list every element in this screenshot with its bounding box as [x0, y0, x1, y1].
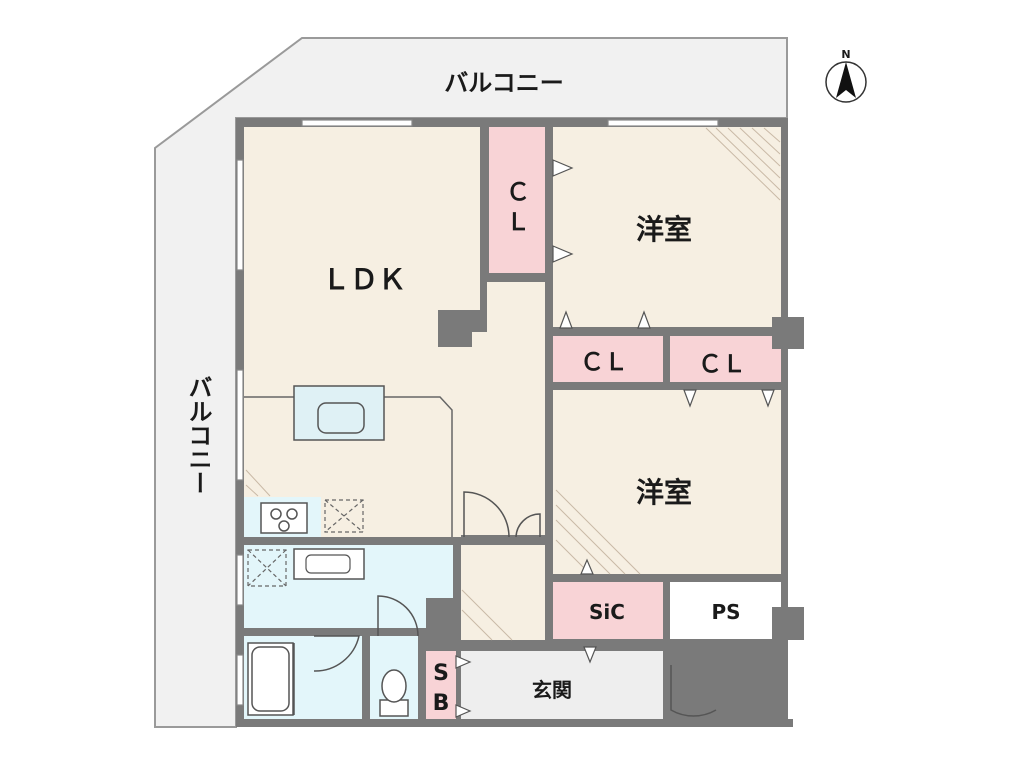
bedroom-north-label: 洋室 [636, 213, 692, 246]
fridge-space-icon [324, 499, 364, 533]
sic-floor [553, 582, 663, 639]
north-compass-icon [825, 61, 867, 103]
closet-vertical-label-2: Ｌ [506, 208, 530, 236]
ps-floor [670, 582, 781, 639]
windows [236, 119, 719, 706]
entry-threshold [671, 719, 793, 727]
sb-floor [426, 651, 456, 719]
closet-b-floor [670, 336, 781, 382]
washbasin-icon [305, 554, 351, 574]
sb-label-2: B [433, 691, 450, 716]
closet-door-marks [455, 159, 775, 718]
column-entrance [663, 641, 671, 727]
closet-a-floor [553, 336, 663, 382]
entrance-floor [461, 651, 663, 719]
balcony-top-label: バルコニー [444, 69, 564, 97]
column-washroom [426, 598, 456, 636]
balcony-left-label: バルコニー [184, 375, 212, 495]
sb-label-1: S [433, 661, 449, 686]
kitchen-island [293, 385, 385, 441]
sink-icon [317, 402, 365, 434]
floor-hatching [245, 127, 781, 641]
doors [313, 491, 717, 717]
compass-label: N [841, 48, 850, 61]
closet-vertical-label-1: Ｃ [506, 178, 530, 206]
ps-label: PS [711, 600, 740, 624]
hall-floor [461, 545, 545, 640]
ldk-label: ＬＤＫ [322, 263, 406, 296]
closet-vertical-floor [489, 127, 545, 273]
column-east-lower [772, 607, 804, 640]
column-east-upper [772, 317, 804, 349]
washbasin-counter [293, 548, 365, 580]
toilet-icon [381, 669, 407, 703]
entrance-label: 玄関 [532, 678, 572, 702]
closet-a-label: ＣＬ [580, 348, 628, 376]
washer-space-icon [247, 549, 287, 587]
bedroom-south-label: 洋室 [636, 476, 692, 509]
bedroom-south-floor [553, 390, 781, 574]
bedroom-north-floor [553, 127, 781, 327]
sic-label: SiC [589, 600, 625, 624]
closet-b-label: ＣＬ [698, 350, 746, 378]
